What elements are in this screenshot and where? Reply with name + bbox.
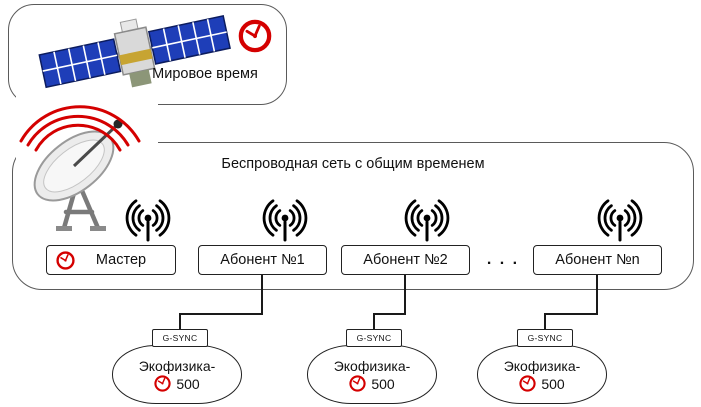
gsync-box-3: G-SYNC — [517, 329, 573, 347]
subscriber1-node-label: Абонент №1 — [220, 252, 305, 268]
wifi-icon-master — [125, 199, 171, 242]
subscriber2-node-box: Абонент №2 — [341, 245, 470, 275]
world-time-label: Мировое время — [152, 66, 258, 82]
subscriber2-node-label: Абонент №2 — [363, 252, 448, 268]
device3-name-line1: Экофизика- — [503, 357, 581, 374]
gsync-box-2: G-SYNC — [346, 329, 402, 347]
device2-name-line1: Экофизика- — [333, 357, 411, 374]
device3-name-line2: 500 — [541, 375, 565, 392]
world-time-clock-icon — [238, 19, 272, 53]
ecophysica-device-1: Экофизика- 500 — [112, 345, 242, 404]
master-clock-icon — [56, 250, 75, 270]
device1-name-line2: 500 — [176, 375, 200, 392]
subscriber-n-node-label: Абонент №n — [555, 252, 640, 268]
device1-clock-icon — [154, 375, 171, 392]
wifi-icon-subscriber-n — [597, 199, 643, 242]
master-node-label: Мастер — [95, 252, 147, 268]
subscriber1-node-box: Абонент №1 — [198, 245, 327, 275]
device2-name-line2: 500 — [371, 375, 395, 392]
ellipsis-dots: . . . — [486, 251, 520, 268]
master-node-box: Мастер — [46, 245, 176, 275]
gsync-box-1: G-SYNC — [152, 329, 208, 347]
device1-name-line1: Экофизика- — [138, 357, 216, 374]
subscriber-n-node-box: Абонент №n — [533, 245, 662, 275]
device2-clock-icon — [349, 375, 366, 392]
world-time-panel: Мировое время — [8, 4, 287, 105]
network-title: Беспроводная сеть с общим временем — [221, 156, 485, 172]
satellite-icon — [38, 14, 231, 89]
wifi-icon-subscriber1 — [262, 199, 308, 242]
ecophysica-device-2: Экофизика- 500 — [307, 345, 437, 404]
device3-clock-icon — [519, 375, 536, 392]
wifi-icon-subscriber2 — [404, 199, 450, 242]
ecophysica-device-3: Экофизика- 500 — [477, 345, 607, 404]
